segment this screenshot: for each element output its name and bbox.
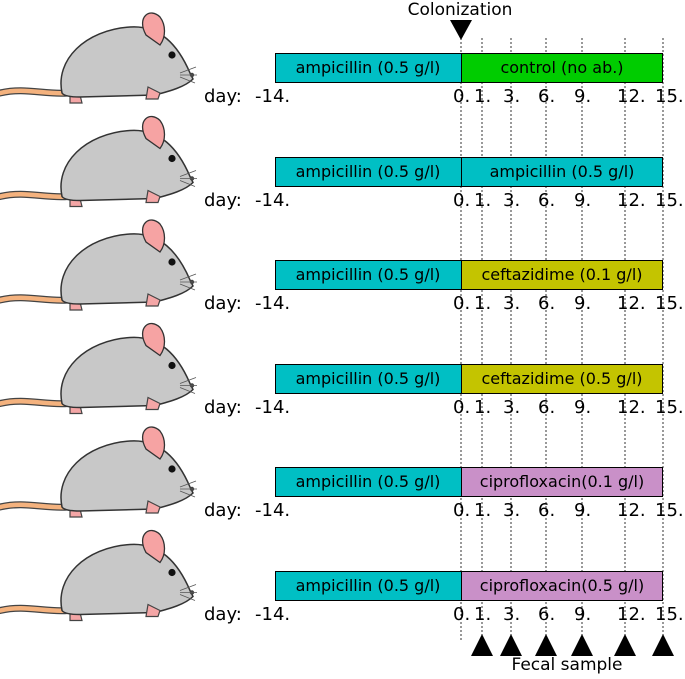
day-tick-label: 0. bbox=[453, 396, 471, 418]
day-tick-label: 15. bbox=[655, 86, 684, 107]
treatment-label: ampicillin (0.5 g/l) bbox=[489, 161, 635, 181]
day-tick-label: 0. bbox=[453, 189, 471, 211]
pretreatment-label: ampicillin (0.5 g/l) bbox=[295, 161, 441, 181]
day-prefix: day: bbox=[204, 86, 242, 107]
day-tick-label: 15. bbox=[655, 189, 684, 211]
day-tick-label: 9. bbox=[574, 603, 592, 625]
day-tick-label: 15. bbox=[655, 396, 684, 418]
start-day-label: -14. bbox=[255, 396, 291, 418]
pretreatment-bar bbox=[275, 53, 462, 83]
day-tick-label: 12. bbox=[617, 603, 646, 625]
day-tick-label: 12. bbox=[617, 189, 646, 211]
pretreatment-label: ampicillin (0.5 g/l) bbox=[295, 575, 441, 595]
fecal-sample-marker-icon bbox=[500, 634, 522, 656]
day-prefix: day: bbox=[204, 500, 242, 521]
pretreatment-bar bbox=[275, 156, 462, 187]
pretreatment-label: ampicillin (0.5 g/l) bbox=[295, 368, 441, 388]
day-tick-label: 3. bbox=[503, 396, 521, 418]
start-day-label: -14. bbox=[255, 189, 291, 211]
mouse-icon bbox=[0, 426, 197, 518]
colonization-marker-icon bbox=[450, 20, 472, 40]
mouse-icon bbox=[0, 219, 197, 311]
pretreatment-bar bbox=[275, 570, 462, 601]
colonization-label: Colonization bbox=[407, 0, 513, 20]
day-tick-label: 6. bbox=[538, 86, 556, 107]
fecal-sample-marker-icon bbox=[571, 634, 593, 656]
day-tick-label: 0. bbox=[453, 86, 471, 107]
day-tick-label: 1. bbox=[474, 293, 492, 314]
day-tick-label: 12. bbox=[617, 86, 646, 107]
day-tick-label: 3. bbox=[503, 500, 521, 521]
pretreatment-bar bbox=[275, 467, 462, 497]
start-day-label: -14. bbox=[255, 500, 291, 521]
start-day-label: -14. bbox=[255, 86, 291, 107]
treatment-bar bbox=[461, 156, 663, 187]
day-prefix: day: bbox=[204, 189, 242, 211]
day-tick-label: 1. bbox=[474, 500, 492, 521]
treatment-label: ciprofloxacin(0.5 g/l) bbox=[479, 575, 645, 595]
pretreatment-label: ampicillin (0.5 g/l) bbox=[295, 265, 441, 284]
day-tick-label: 0. bbox=[453, 500, 471, 521]
fecal-sample-marker-icon bbox=[614, 634, 636, 656]
day-tick-label: 3. bbox=[503, 603, 521, 625]
day-tick-label: 12. bbox=[617, 293, 646, 314]
mouse-icon bbox=[0, 529, 197, 622]
day-tick-label: 9. bbox=[574, 293, 592, 314]
fecal-sample-marker-icon bbox=[471, 634, 493, 656]
start-day-label: -14. bbox=[255, 293, 291, 314]
fecal-sample-label: Fecal sample bbox=[511, 655, 623, 675]
pretreatment-label: ampicillin (0.5 g/l) bbox=[295, 472, 441, 491]
mouse-icon bbox=[0, 322, 197, 415]
day-tick-label: 15. bbox=[655, 500, 684, 521]
treatment-bar bbox=[461, 570, 663, 601]
day-tick-label: 15. bbox=[655, 293, 684, 314]
day-tick-label: 1. bbox=[474, 396, 492, 418]
day-tick-label: 6. bbox=[538, 189, 556, 211]
mouse-icon bbox=[0, 12, 197, 104]
day-prefix: day: bbox=[204, 396, 242, 418]
day-tick-label: 6. bbox=[538, 293, 556, 314]
day-tick-label: 3. bbox=[503, 293, 521, 314]
treatment-label: control (no ab.) bbox=[500, 58, 624, 77]
day-tick-label: 3. bbox=[503, 189, 521, 211]
day-tick-label: 15. bbox=[655, 603, 684, 625]
day-tick-label: 0. bbox=[453, 293, 471, 314]
day-tick-label: 1. bbox=[474, 86, 492, 107]
treatment-label: ceftazidime (0.5 g/l) bbox=[481, 368, 643, 388]
day-tick-label: 9. bbox=[574, 86, 592, 107]
treatment-bar bbox=[461, 53, 663, 83]
day-tick-label: 6. bbox=[538, 500, 556, 521]
day-tick-label: 12. bbox=[617, 396, 646, 418]
day-tick-label: 6. bbox=[538, 603, 556, 625]
treatment-bar bbox=[461, 467, 663, 497]
day-prefix: day: bbox=[204, 603, 242, 625]
day-tick-label: 9. bbox=[574, 189, 592, 211]
treatment-label: ceftazidime (0.1 g/l) bbox=[481, 265, 643, 284]
pretreatment-bar bbox=[275, 260, 462, 290]
day-tick-label: 3. bbox=[503, 86, 521, 107]
treatment-bar bbox=[461, 260, 663, 290]
pretreatment-bar bbox=[275, 363, 462, 394]
day-tick-label: 6. bbox=[538, 396, 556, 418]
mouse-icon bbox=[0, 115, 197, 208]
day-tick-label: 0. bbox=[453, 603, 471, 625]
day-tick-label: 1. bbox=[474, 189, 492, 211]
fecal-sample-marker-icon bbox=[652, 634, 674, 656]
day-tick-label: 1. bbox=[474, 603, 492, 625]
day-tick-label: 9. bbox=[574, 396, 592, 418]
treatment-bar bbox=[461, 363, 663, 394]
start-day-label: -14. bbox=[255, 603, 291, 625]
pretreatment-label: ampicillin (0.5 g/l) bbox=[295, 58, 441, 77]
day-prefix: day: bbox=[204, 293, 242, 314]
day-tick-label: 9. bbox=[574, 500, 592, 521]
fecal-sample-marker-icon bbox=[535, 634, 557, 656]
day-tick-label: 12. bbox=[617, 500, 646, 521]
treatment-label: ciprofloxacin(0.1 g/l) bbox=[479, 472, 645, 491]
